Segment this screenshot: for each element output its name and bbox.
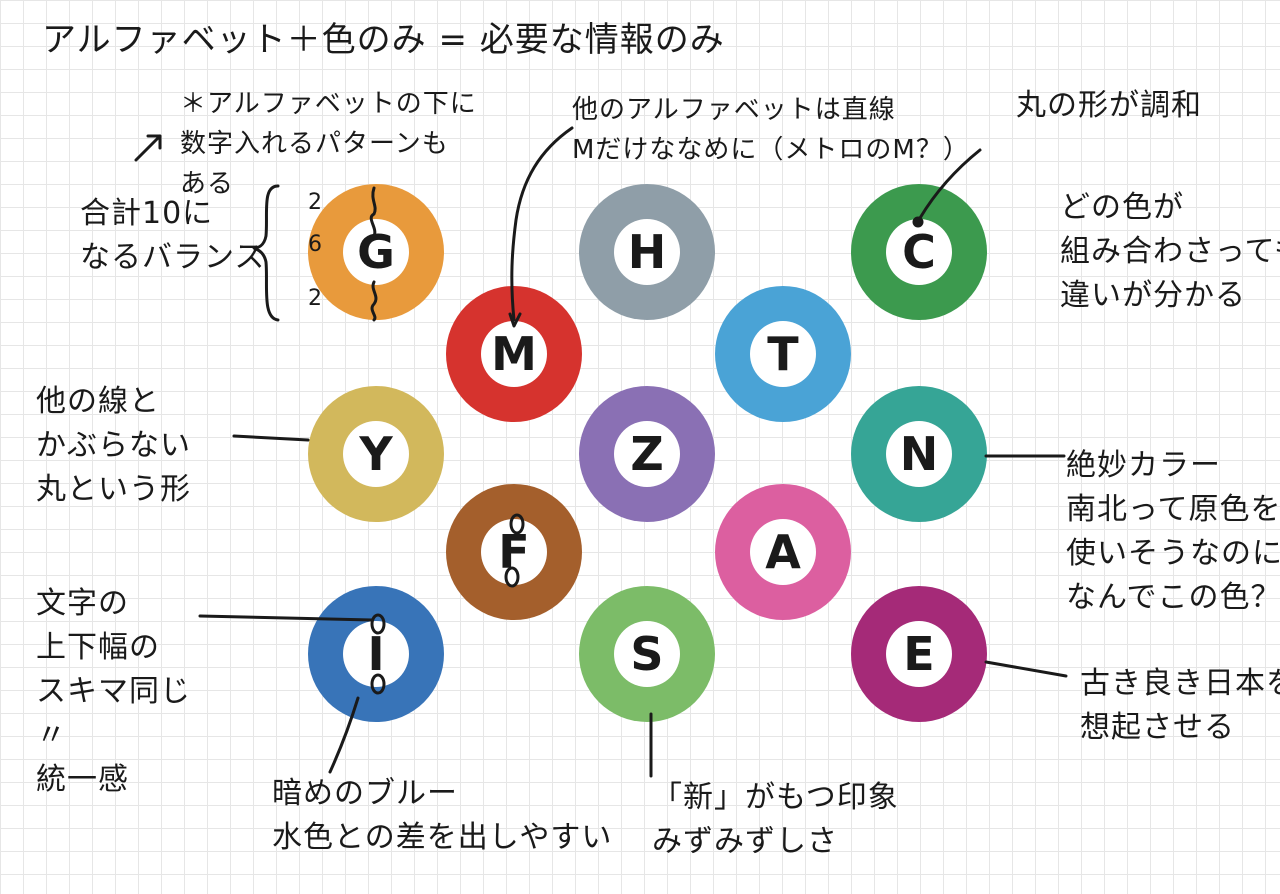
old-japan-note: 古き良き日本を 想起させる	[1080, 666, 1280, 745]
marker-letter: S	[630, 627, 664, 681]
line-marker-n: N	[851, 386, 987, 522]
marker-letter: A	[765, 525, 801, 579]
e-leader-line	[984, 660, 1068, 678]
line-marker-h: H	[579, 184, 715, 320]
marker-center: H	[614, 219, 680, 285]
m-leader-line	[510, 126, 574, 322]
proportion-bottom-number: 2	[308, 286, 323, 311]
color-choice-note: 絶妙カラー 南北って原色を 使いそうなのに なんでこの色？	[1066, 448, 1280, 615]
line-marker-f: F	[446, 484, 582, 620]
marker-letter: G	[357, 225, 395, 279]
marker-letter: H	[627, 225, 667, 279]
brace-icon	[252, 184, 280, 322]
color-distinction-note: どの色が 組み合わさっても 違いが分かる	[1060, 190, 1280, 313]
marker-center: G	[343, 219, 409, 285]
dot-icon	[912, 216, 924, 228]
marker-letter: N	[899, 427, 939, 481]
dark-blue-note: 暗めのブルー 水色との差を出しやすい	[272, 776, 613, 855]
line-marker-t: T	[715, 286, 851, 422]
marker-center: Y	[343, 421, 409, 487]
spacing-mark-icon	[370, 280, 378, 322]
line-marker-y: Y	[308, 386, 444, 522]
m-diagonal-note: 他のアルファベットは直線 Mだけななめに（メトロのM？）	[572, 95, 970, 165]
marker-center: A	[750, 519, 816, 585]
shin-impression-note: 「新」がもつ印象 みずみずしさ	[652, 780, 899, 859]
marker-letter: Y	[359, 427, 393, 481]
line-marker-s: S	[579, 586, 715, 722]
marker-center: T	[750, 321, 816, 387]
blue-leader-line	[328, 696, 360, 774]
y-leader-line	[232, 434, 310, 442]
balance-note: 合計10に なるバランス	[80, 196, 266, 275]
diagram-title: アルファベット＋色のみ = 必要な情報のみ	[42, 20, 725, 60]
circle-harmony-note: 丸の形が調和	[1016, 88, 1202, 123]
line-marker-a: A	[715, 484, 851, 620]
marker-center: N	[886, 421, 952, 487]
spacing-mark-icon	[509, 513, 525, 535]
spacing-mark-icon	[369, 186, 377, 238]
arrow-icon	[134, 134, 162, 162]
line-marker-e: E	[851, 586, 987, 722]
marker-letter: M	[491, 327, 537, 381]
marker-center: C	[886, 219, 952, 285]
c-leader-line	[918, 148, 982, 220]
spacing-mark-icon	[370, 673, 386, 695]
marker-center: Z	[614, 421, 680, 487]
marker-letter: C	[902, 225, 936, 279]
proportion-top-number: 2	[308, 190, 323, 215]
spacing-mark-icon	[370, 613, 386, 635]
proportion-middle-number: 6	[308, 232, 323, 257]
marker-letter: T	[767, 327, 799, 381]
circle-shape-note: 他の線と かぶらない 丸という形	[36, 384, 191, 507]
marker-center: M	[481, 321, 547, 387]
letter-spacing-note: 文字の 上下幅の スキマ同じ 〃 統一感	[36, 586, 191, 797]
spacing-mark-icon	[504, 566, 520, 588]
line-marker-c: C	[851, 184, 987, 320]
marker-letter: I	[367, 627, 385, 681]
marker-center: S	[614, 621, 680, 687]
arrow-tip-icon	[508, 312, 522, 328]
marker-letter: E	[903, 627, 935, 681]
marker-letter: Z	[630, 427, 664, 481]
line-marker-z: Z	[579, 386, 715, 522]
spacing-leader-line	[198, 614, 374, 622]
marker-center: E	[886, 621, 952, 687]
digit-pattern-note: ＊アルファベットの下に 数字入れるパターンも ある	[180, 89, 477, 199]
